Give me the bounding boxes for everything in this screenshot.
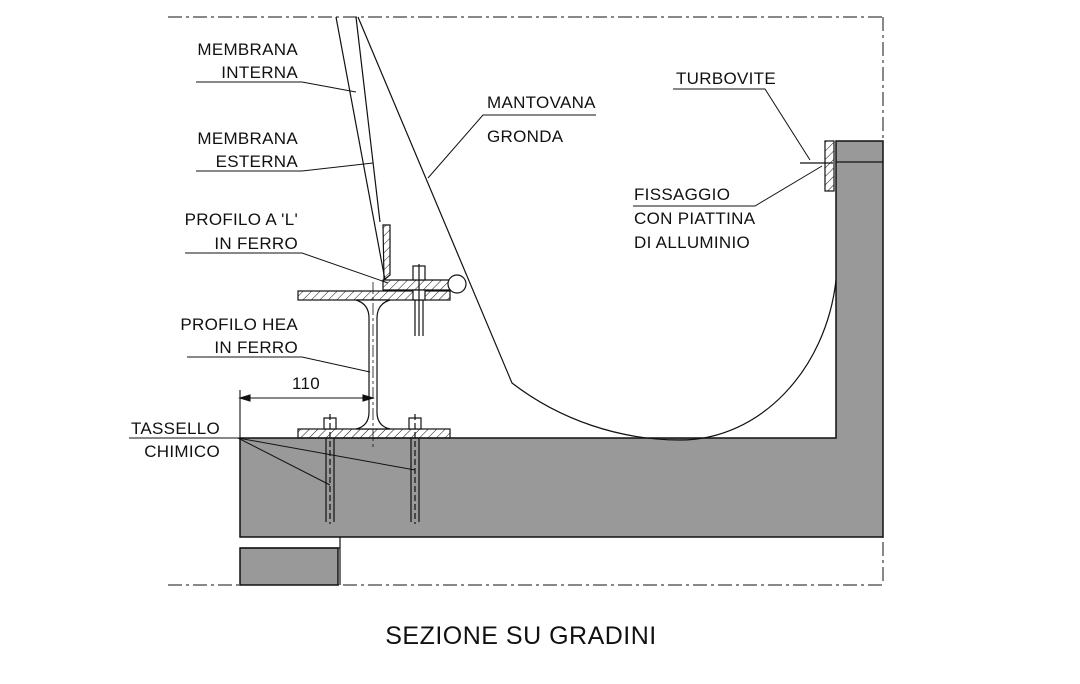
label-fissaggio-3: DI ALLUMINIO <box>634 233 750 252</box>
dimension-110 <box>238 390 375 438</box>
label-profilo-l-2: IN FERRO <box>214 234 298 253</box>
label-membrana-esterna-2: ESTERNA <box>216 152 299 171</box>
bolt-left <box>323 414 337 524</box>
bolt-upper <box>412 264 426 336</box>
dimension-110-text: 110 <box>292 374 320 393</box>
label-membrana-interna-2: INTERNA <box>221 63 298 82</box>
leader-tassello-b <box>237 437 416 471</box>
label-profilo-hea-1: PROFILO HEA <box>180 315 298 334</box>
label-fissaggio-1: FISSAGGIO <box>634 185 730 204</box>
leader-membrana-esterna <box>196 162 374 172</box>
profilo-hea <box>297 282 451 448</box>
hea-top-flange <box>297 290 451 301</box>
label-fissaggio-2: CON PIATTINA <box>634 209 756 228</box>
leader-membrana-interna <box>196 81 357 93</box>
drawing-title: SEZIONE SU GRADINI <box>385 622 657 650</box>
hea-web <box>355 299 391 430</box>
gutter-bead <box>447 274 467 294</box>
mantovana-gronda <box>357 16 837 441</box>
label-turbovite: TURBOVITE <box>676 69 776 88</box>
leader-mantovana <box>427 114 596 179</box>
concrete-step-main <box>239 140 884 538</box>
membranes <box>335 16 837 441</box>
piattina-alluminio <box>800 140 835 192</box>
label-mantovana-1: MANTOVANA <box>487 93 596 112</box>
hea-bottom-flange <box>297 428 451 439</box>
label-tassello-2: CHIMICO <box>144 442 220 461</box>
label-profilo-l-1: PROFILO A 'L' <box>185 210 298 229</box>
leader-turbovite <box>673 88 811 161</box>
label-mantovana-2: GRONDA <box>487 127 564 146</box>
label-profilo-hea-2: IN FERRO <box>214 338 298 357</box>
leader-fissaggio <box>633 165 823 207</box>
membrana-esterna-line <box>355 16 381 223</box>
concrete-step-lower <box>239 547 339 586</box>
leader-profilo-l <box>185 252 389 284</box>
leader-lines <box>129 81 823 486</box>
leader-profilo-hea <box>187 356 371 373</box>
bolt-right <box>408 414 422 524</box>
bolts <box>323 264 426 524</box>
membrana-interna-line <box>335 16 386 281</box>
label-membrana-esterna-1: MEMBRANA <box>197 129 298 148</box>
profilo-l <box>382 224 467 294</box>
label-membrana-interna-1: MEMBRANA <box>197 40 298 59</box>
labels: MEMBRANA INTERNA MEMBRANA ESTERNA PROFIL… <box>131 40 776 461</box>
label-tassello-1: TASSELLO <box>131 419 220 438</box>
